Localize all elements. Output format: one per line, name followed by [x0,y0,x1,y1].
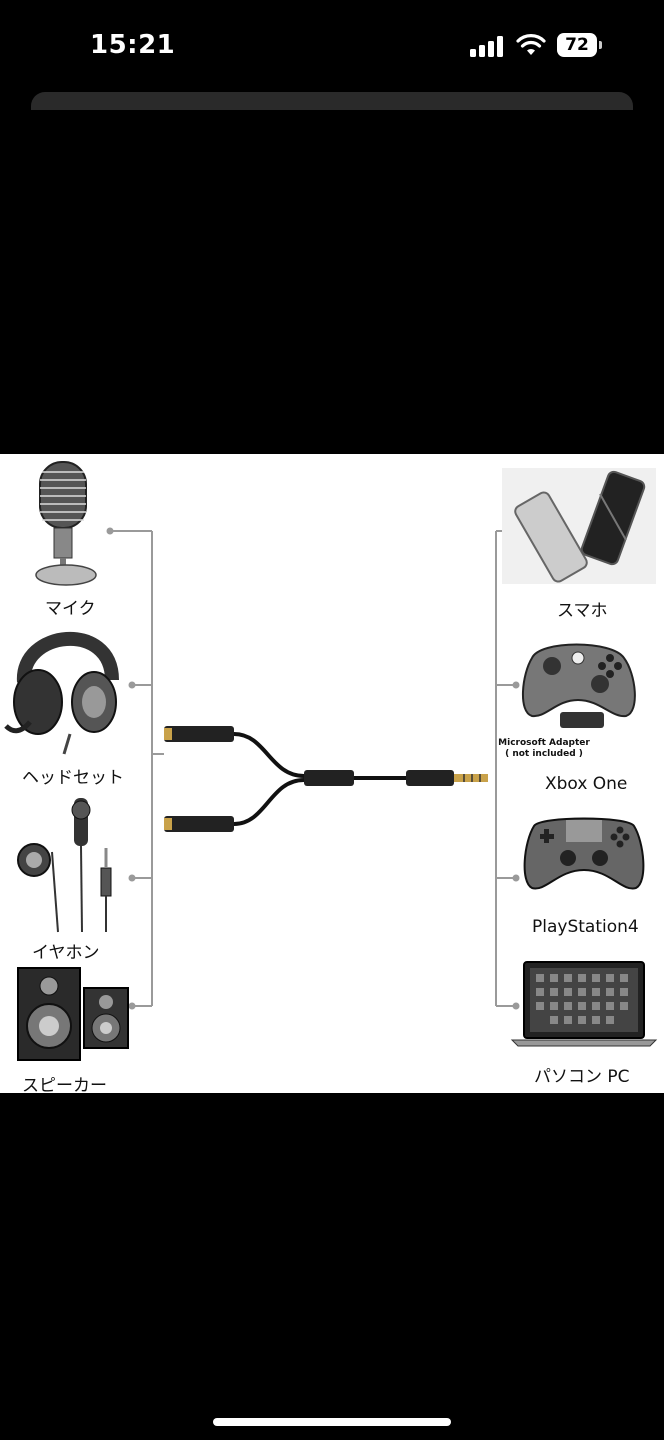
speakers-icon [17,967,129,1061]
right-connector-lines [495,530,516,1007]
label-smartphone: スマホ [557,601,608,621]
label-earphones: イヤホン [32,943,100,963]
cellular-signal-icon [470,35,506,57]
sheet-top-edge [31,92,633,110]
home-indicator[interactable] [213,1418,451,1426]
wifi-icon [516,34,546,55]
smartphone-icon [502,468,656,584]
adapter-note-line1: Microsoft Adapter [498,738,590,748]
label-microphone: マイク [45,599,96,619]
earphones-icon [17,798,112,933]
product-illustration [4,461,658,1061]
label-pc: パソコン PC [534,1067,630,1087]
status-time: 15:21 [90,30,176,60]
label-xbox-one: Xbox One [545,774,628,794]
battery-level: 72 [565,35,589,55]
laptop-icon [510,961,658,1047]
ps4-controller-icon [523,817,645,890]
label-playstation4: PlayStation4 [532,917,639,937]
adapter-note: Microsoft Adapter ( not included ) [498,738,590,760]
xbox-controller-icon [521,643,636,728]
label-headset: ヘッドセット [22,768,124,788]
label-speakers: スピーカー [22,1076,107,1096]
splitter-cable-icon [164,726,488,832]
microphone-icon [35,461,97,586]
product-image[interactable]: マイク ヘッドセット イヤホン スピーカー スマホ Xbox One PlayS… [0,454,664,1096]
status-bar: 15:21 72 [0,0,664,90]
adapter-note-line2: ( not included ) [505,749,583,759]
headset-icon [4,631,119,755]
battery-icon: 72 [557,33,603,57]
